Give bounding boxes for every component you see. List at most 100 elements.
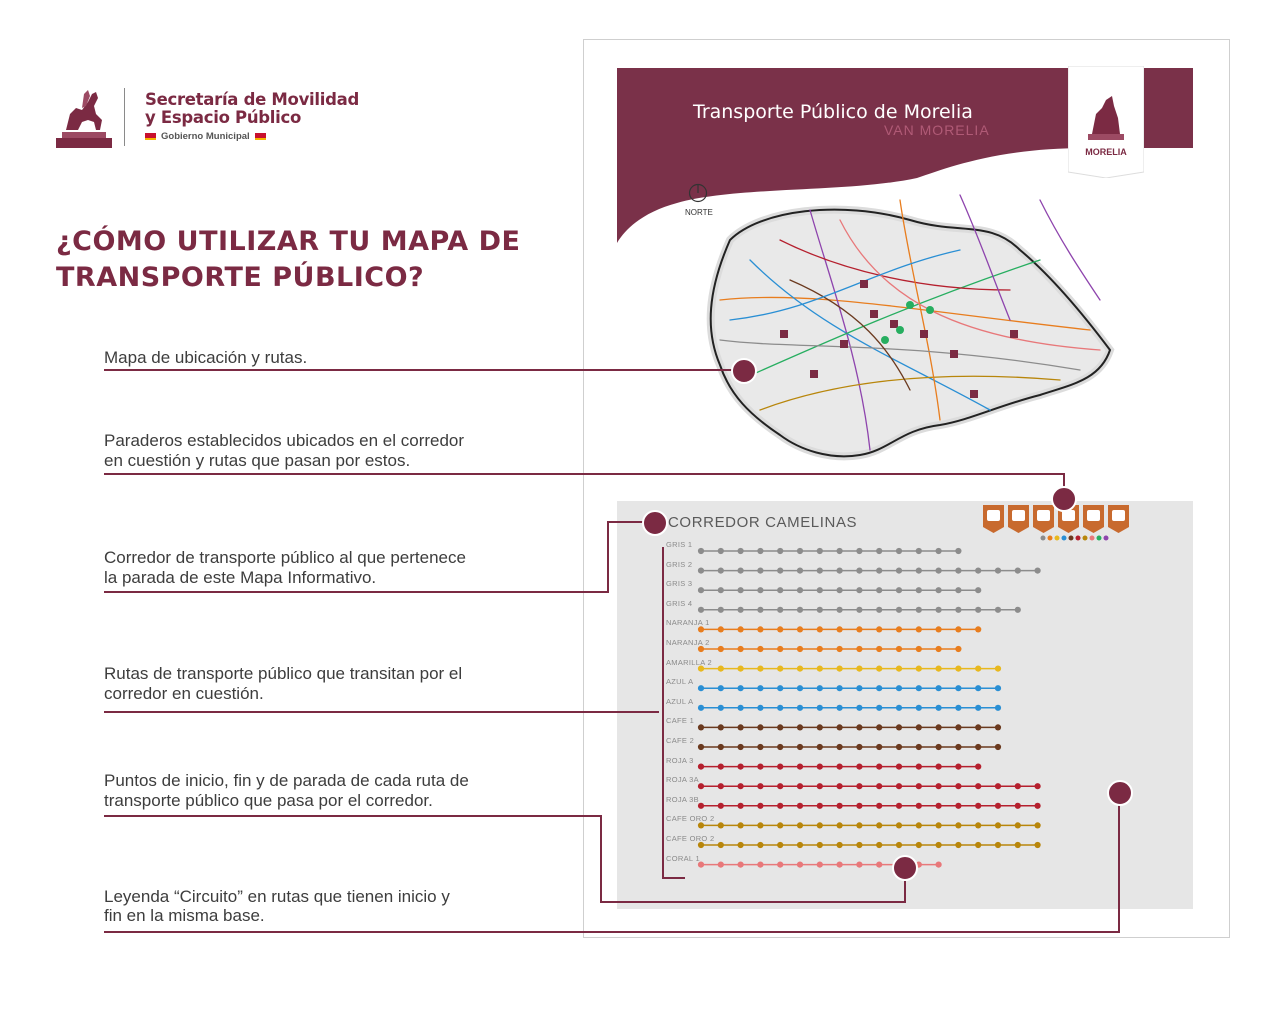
route-stop (836, 567, 843, 574)
route-stop (856, 783, 863, 790)
poster-header-band (617, 68, 1193, 243)
route-stop (816, 802, 823, 809)
route-stop (955, 606, 962, 613)
route-stop (856, 587, 863, 594)
route-stop (757, 783, 764, 790)
route-stop (836, 606, 843, 613)
route-stop (915, 606, 922, 613)
route-stop (757, 606, 764, 613)
route-stop (856, 704, 863, 711)
route-stop (717, 606, 724, 613)
route-stop (697, 587, 705, 594)
caption-stops-line1: Paraderos establecidos ubicados en el co… (104, 431, 465, 450)
route-stop (915, 724, 922, 731)
route-stop (777, 822, 784, 829)
org-subtitle-text: Gobierno Municipal (161, 131, 250, 142)
route-stop (717, 822, 724, 829)
route-stop (935, 861, 942, 868)
route-line (697, 704, 1002, 711)
route-stop (994, 567, 1002, 574)
caption-corridor-line2: la parada de este Mapa Informativo. (104, 568, 377, 587)
route-stop (836, 645, 843, 653)
route-stop (757, 665, 764, 672)
route-stop (796, 783, 804, 790)
callout-dot (642, 510, 668, 536)
route-stop (895, 743, 903, 751)
route-stop (697, 645, 705, 653)
route-stop (717, 724, 724, 731)
route-stop (777, 587, 784, 594)
route-stop (816, 645, 823, 653)
route-stop (757, 645, 764, 653)
route-stop (717, 547, 724, 555)
route-stop (796, 861, 804, 868)
route-stop (876, 704, 883, 711)
route-stop (955, 802, 962, 809)
route-stop (876, 665, 883, 672)
route-stop (955, 704, 962, 711)
route-stop (856, 822, 863, 829)
route-stop (836, 704, 843, 711)
flag-icon (254, 133, 266, 140)
route-stop (856, 645, 863, 653)
route-stop (935, 704, 942, 711)
route-stop (836, 547, 843, 555)
route-stop (796, 763, 804, 770)
route-stop (856, 665, 863, 672)
route-line (697, 587, 982, 594)
route-stop (994, 822, 1002, 829)
north-compass-icon (688, 183, 708, 203)
route-stop (717, 743, 724, 751)
route-stop (856, 841, 863, 849)
route-stop (994, 783, 1002, 790)
route-name: GRIS 4 (666, 598, 693, 608)
route-name: GRIS 1 (666, 540, 693, 549)
route-stop (697, 547, 705, 555)
route-stop (955, 626, 962, 633)
stop-icon (1083, 505, 1104, 533)
route-stop (895, 822, 903, 829)
callout-line (104, 591, 609, 593)
route-stop (717, 783, 724, 790)
route-stop (1034, 802, 1041, 809)
route-stop (895, 724, 903, 731)
route-stop (994, 802, 1002, 809)
route-stop (816, 685, 823, 692)
callout-line (607, 521, 647, 523)
route-stop (717, 704, 724, 711)
route-stop (717, 763, 724, 770)
route-stop (856, 743, 863, 751)
route-stop (955, 743, 962, 751)
caption-circuit-line2: fin en la misma base. (104, 906, 265, 925)
route-stop (876, 567, 883, 574)
north-label: NORTE (685, 208, 713, 217)
route-stop (915, 587, 922, 594)
route-stop (856, 763, 863, 770)
route-stop (915, 783, 922, 790)
route-stop (895, 841, 903, 849)
route-stop (757, 802, 764, 809)
route-stop (1014, 802, 1021, 809)
route-stop (975, 587, 982, 594)
route-stop (717, 861, 724, 868)
route-name: CORAL 1 (666, 853, 700, 863)
route-stop (836, 587, 843, 594)
route-stop (1014, 822, 1021, 829)
route-stop (856, 685, 863, 692)
route-stop (836, 743, 843, 751)
route-stop (895, 802, 903, 809)
route-stop (836, 841, 843, 849)
route-stop (757, 547, 764, 555)
route-stop (737, 763, 744, 770)
corridor-panel (617, 501, 1193, 909)
route-stop (836, 665, 843, 672)
route-stop (935, 841, 942, 849)
route-stop (777, 763, 784, 770)
route-stop (697, 822, 705, 829)
route-stop (816, 861, 823, 868)
route-stop (816, 822, 823, 829)
route-stop (717, 802, 724, 809)
route-stop (737, 802, 744, 809)
route-stop (717, 665, 724, 672)
route-stop (796, 645, 804, 653)
